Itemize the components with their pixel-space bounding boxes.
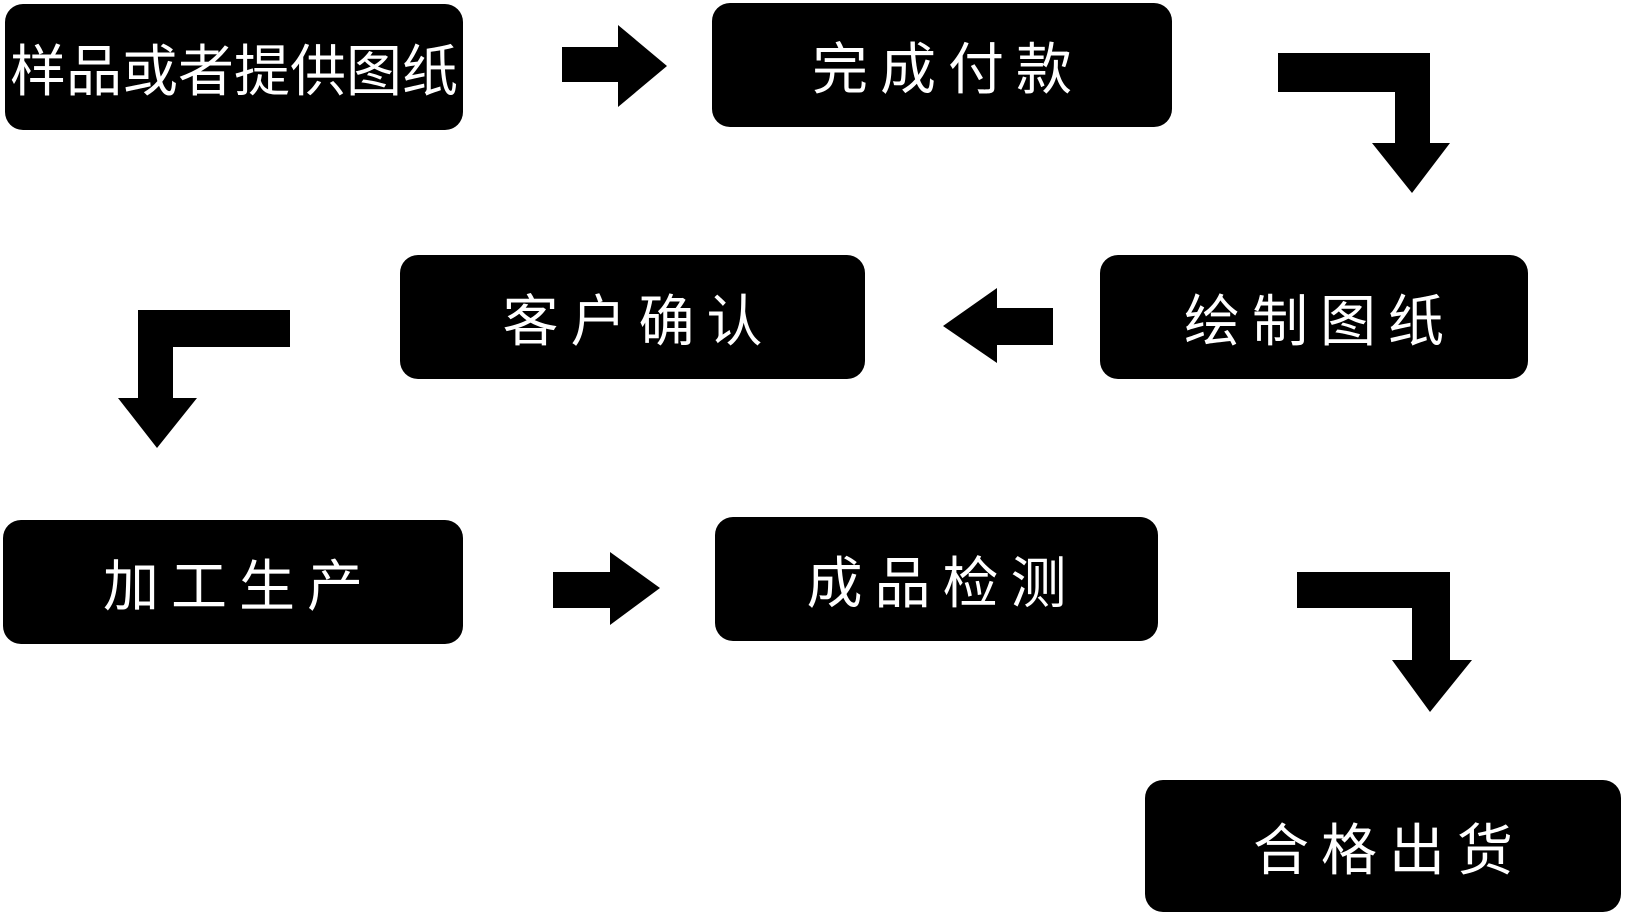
flow-node-complete-payment: 完成付款 bbox=[712, 3, 1172, 127]
flow-node-finished-inspection: 成品检测 bbox=[715, 517, 1158, 641]
arrow-right-icon bbox=[553, 552, 660, 625]
flow-node-label: 加工生产 bbox=[103, 554, 375, 618]
arrow-right-icon bbox=[562, 25, 667, 107]
flow-node-qualified-shipment: 合格出货 bbox=[1145, 780, 1621, 912]
flow-node-label: 样品或者提供图纸 bbox=[10, 39, 458, 103]
arrow-left-icon bbox=[943, 288, 1053, 363]
flow-node-sample-or-drawing: 样品或者提供图纸 bbox=[5, 4, 463, 130]
flow-node-label: 成品检测 bbox=[806, 551, 1079, 615]
flow-node-draw-blueprint: 绘制图纸 bbox=[1100, 255, 1528, 379]
flow-node-label: 客户确认 bbox=[502, 289, 775, 353]
flow-node-customer-confirm: 客户确认 bbox=[400, 255, 865, 379]
arrow-elbow-down-icon bbox=[1278, 53, 1450, 193]
flow-node-label: 完成付款 bbox=[812, 37, 1084, 101]
arrow-elbow-down-icon bbox=[118, 310, 290, 448]
flow-node-label: 绘制图纸 bbox=[1184, 289, 1456, 353]
flow-node-label: 合格出货 bbox=[1253, 818, 1525, 882]
arrow-elbow-down-icon bbox=[1297, 572, 1472, 712]
flow-node-processing-production: 加工生产 bbox=[3, 520, 463, 644]
